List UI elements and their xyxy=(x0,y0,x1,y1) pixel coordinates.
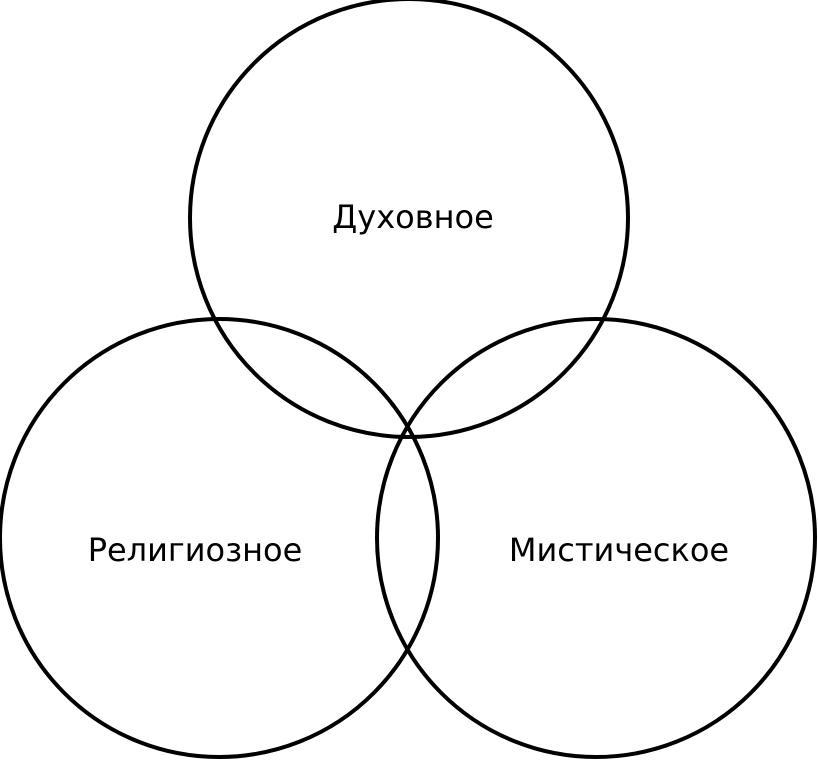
label-mystical: Мистическое xyxy=(509,531,729,569)
circle-religious xyxy=(0,317,440,759)
circle-mystical xyxy=(375,317,817,759)
label-religious: Религиозное xyxy=(88,531,303,569)
label-spiritual: Духовное xyxy=(332,198,494,236)
circle-spiritual xyxy=(188,0,630,439)
